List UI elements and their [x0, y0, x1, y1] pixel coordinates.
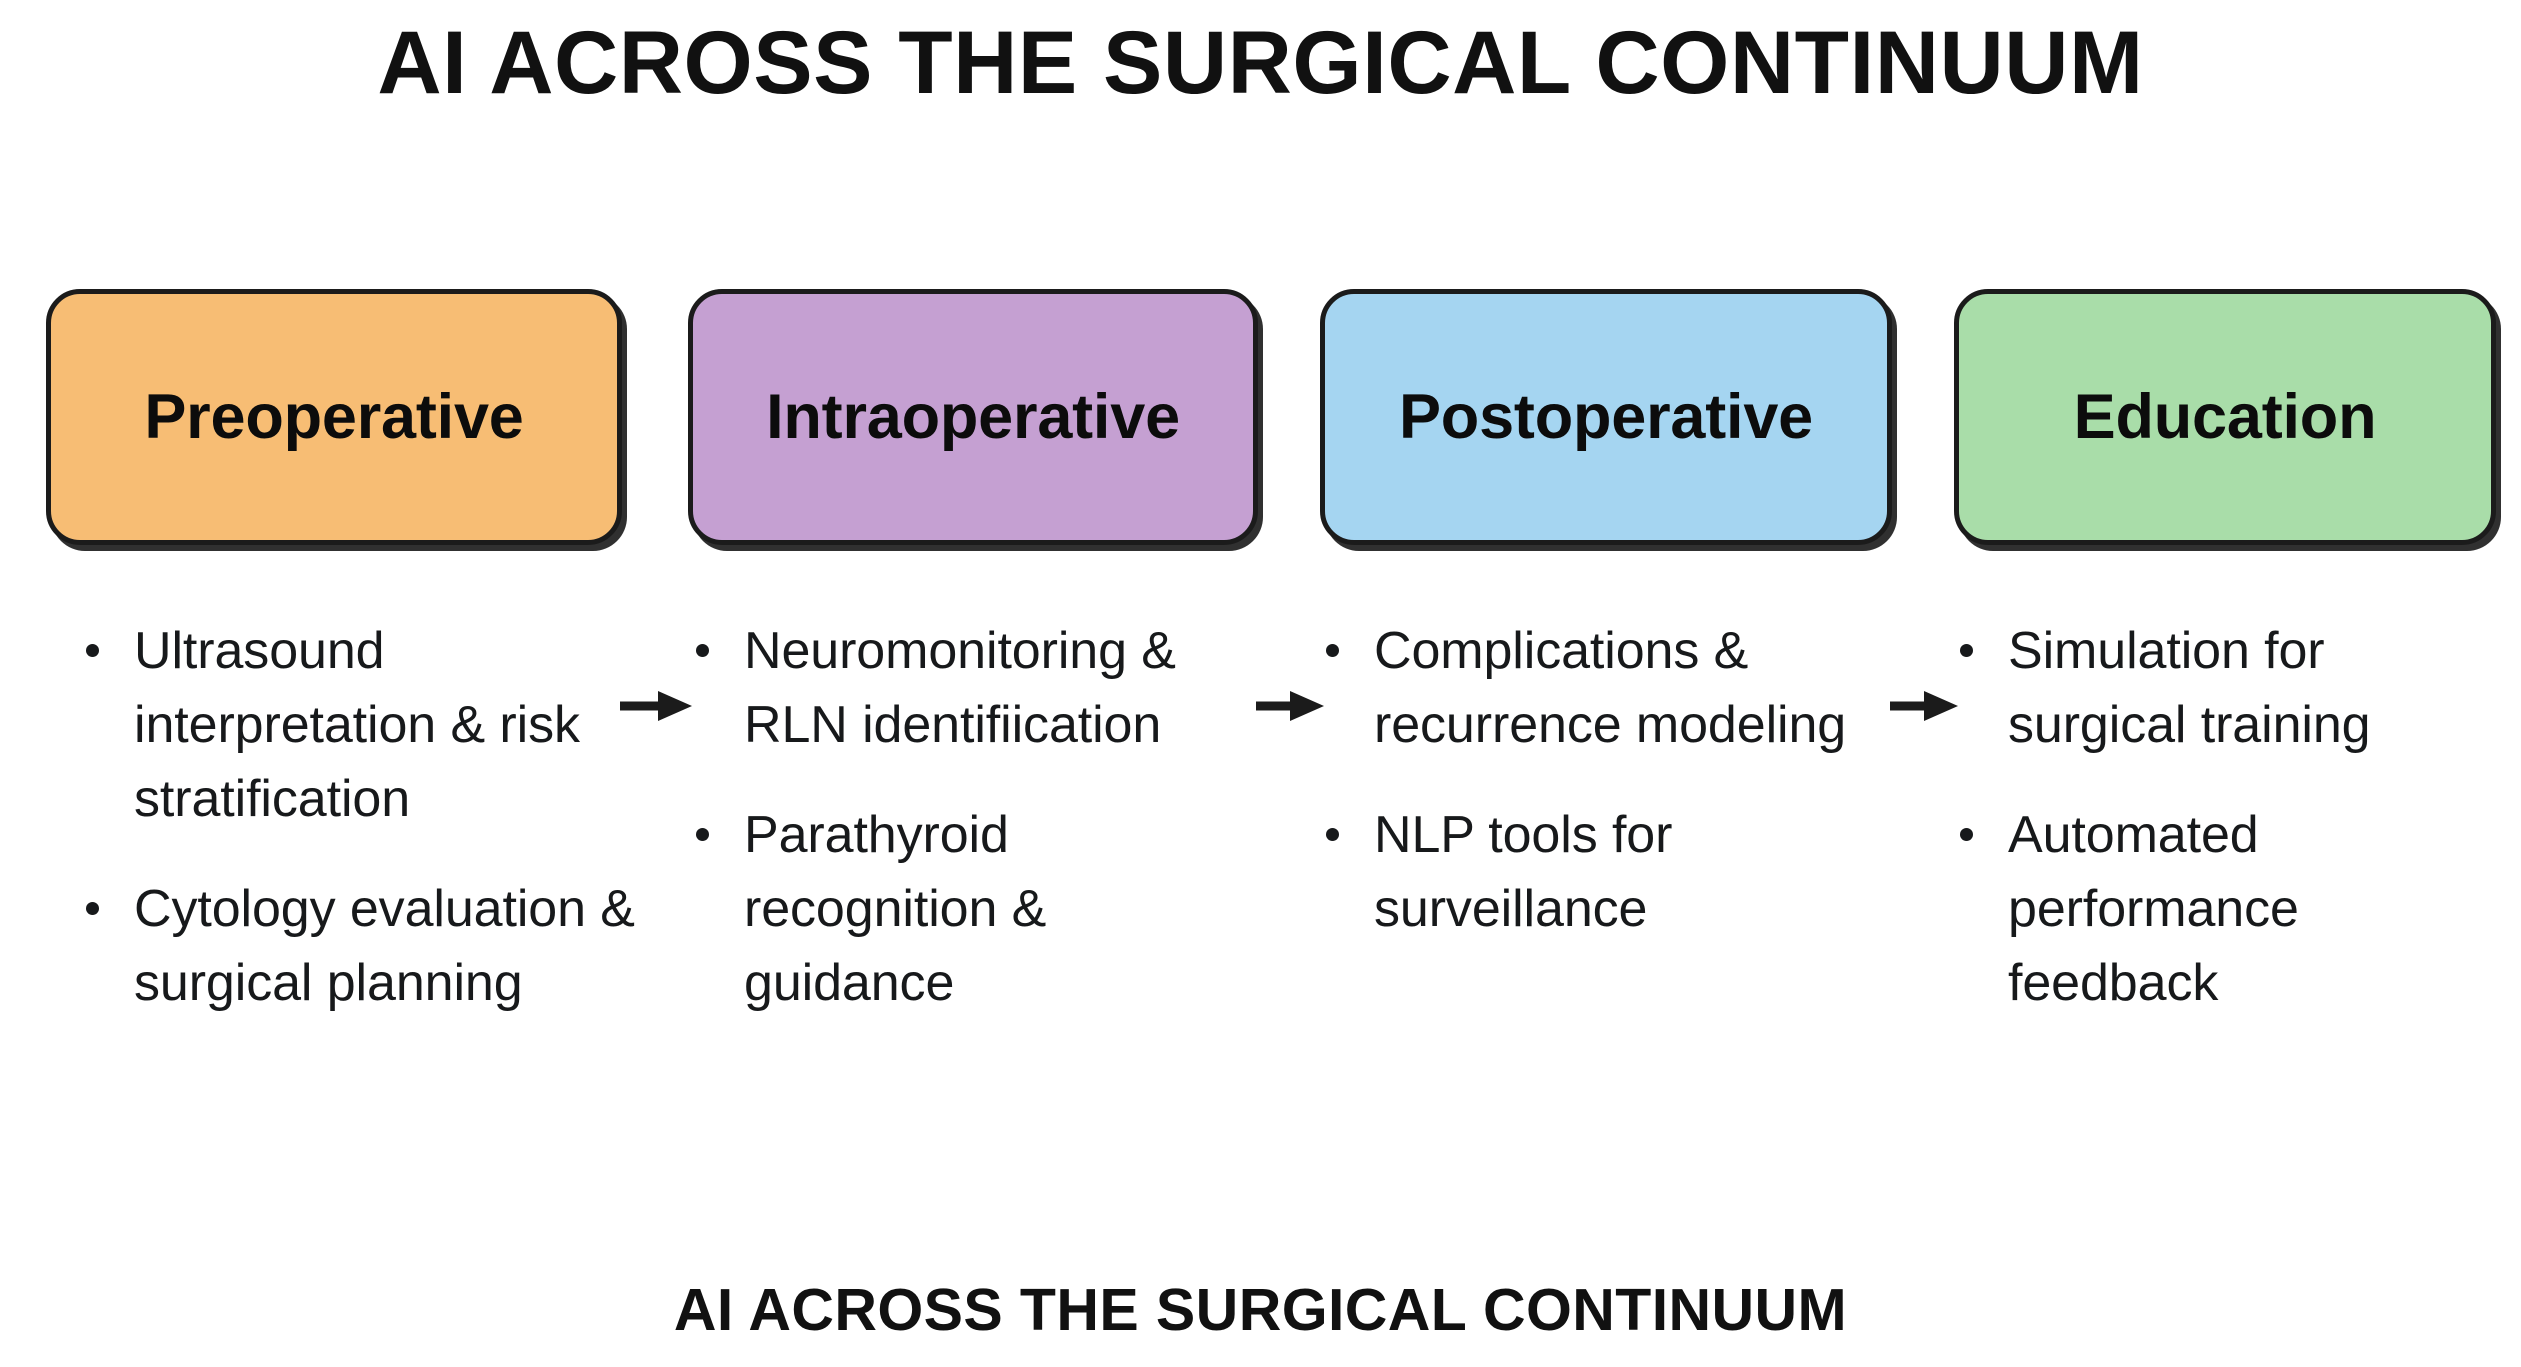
bullet-dot-icon [1960, 828, 1973, 841]
list-item-text: Complications & recurrence modeling [1374, 622, 1847, 754]
arrow-right-icon [1256, 691, 1324, 721]
list-item: Simulation for surgical training [1952, 614, 2472, 762]
list-item: Automated performance feedback [1952, 798, 2472, 1020]
stage-label-preoperative: Preoperative [144, 382, 524, 452]
bullet-dot-icon [1960, 644, 1973, 657]
arrow-right-icon [620, 691, 692, 721]
bullet-list-education: Simulation for surgical training Automat… [1952, 614, 2472, 1056]
bullet-dot-icon [86, 644, 99, 657]
list-item: Complications & recurrence modeling [1318, 614, 1898, 762]
bullet-dot-icon [696, 828, 709, 841]
stage-box-postoperative[interactable]: Postoperative [1320, 289, 1892, 545]
figure-caption: AI ACROSS THE SURGICAL CONTINUUM [673, 1277, 1848, 1343]
list-item: Neuromonitoring & RLN identifiication [688, 614, 1228, 762]
bullet-dot-icon [1326, 644, 1339, 657]
stage-box-preoperative[interactable]: Preoperative [46, 289, 622, 545]
stage-details: Ultrasound interpretation & risk stratif… [0, 614, 2521, 1114]
bullet-list-preoperative: Ultrasound interpretation & risk stratif… [78, 614, 638, 1056]
list-item: NLP tools for surveillance [1318, 798, 1898, 946]
list-item-text: Ultrasound interpretation & risk stratif… [134, 622, 580, 828]
list-item-text: Parathyroid recognition & guidance [744, 806, 1047, 1012]
bullet-list-postoperative: Complications & recurrence modeling NLP … [1318, 614, 1898, 982]
stage-label-intraoperative: Intraoperative [766, 382, 1180, 452]
list-item-text: Neuromonitoring & RLN identifiication [744, 622, 1176, 754]
stage-label-postoperative: Postoperative [1398, 382, 1814, 452]
stage-flow: Preoperative Intraoperative Postoperativ… [0, 289, 2521, 721]
arrow-right-icon [1890, 691, 1958, 721]
stage-label-education: Education [2073, 382, 2377, 452]
stage-box-intraoperative[interactable]: Intraoperative [688, 289, 1258, 545]
list-item-text: Cytology evaluation & surgical planning [134, 880, 635, 1012]
bullet-list-intraoperative: Neuromonitoring & RLN identifiication Pa… [688, 614, 1228, 1056]
page-title: AI ACROSS THE SURGICAL CONTINUUM [377, 12, 2144, 112]
bullet-dot-icon [86, 902, 99, 915]
bullet-dot-icon [696, 644, 709, 657]
list-item: Ultrasound interpretation & risk stratif… [78, 614, 638, 836]
list-item-text: Automated performance feedback [2008, 806, 2299, 1012]
list-item-text: NLP tools for surveillance [1374, 806, 1673, 938]
list-item: Parathyroid recognition & guidance [688, 798, 1228, 1020]
list-item: Cytology evaluation & surgical planning [78, 872, 638, 1020]
bullet-dot-icon [1326, 828, 1339, 841]
list-item-text: Simulation for surgical training [2008, 622, 2371, 754]
stage-box-education[interactable]: Education [1954, 289, 2496, 545]
